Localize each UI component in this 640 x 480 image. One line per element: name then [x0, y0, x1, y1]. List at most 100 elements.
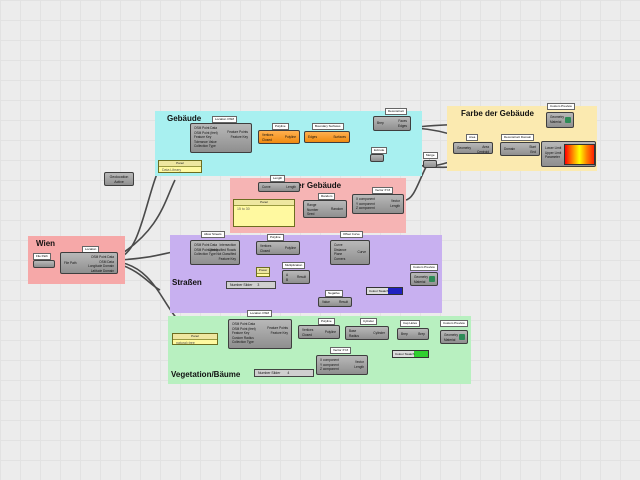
port: Feature Points — [227, 130, 248, 134]
building-panel[interactable]: Panel Data Library — [158, 160, 202, 173]
port: OSM Point Data — [194, 126, 218, 130]
preview-icon — [565, 117, 571, 123]
polyline-vegetation-label: Polyline — [318, 318, 335, 325]
port: Feature Key — [232, 331, 250, 336]
port: Distance — [334, 247, 347, 252]
port: X component — [320, 358, 339, 362]
port: OSM Point Data — [232, 322, 256, 326]
port: Feature Key — [230, 134, 248, 139]
port: Z component — [356, 206, 375, 211]
osm-streets-node[interactable]: OSM Point Data OSM Point (feet) Collecti… — [190, 240, 240, 265]
port: Material — [444, 337, 456, 342]
custom-preview-streets-node[interactable]: Geometry Material — [410, 272, 438, 286]
boundary-surfaces-node[interactable]: Edges Surfaces — [304, 131, 350, 143]
port: Curve — [334, 243, 343, 247]
port: Latitude Domain — [90, 268, 114, 273]
height-panel[interactable]: Panel 15 to 30 — [233, 199, 295, 227]
port: Closed — [302, 332, 312, 337]
custom-preview-vegetation-node[interactable]: Geometry Material — [440, 330, 468, 344]
street-power-panel[interactable]: Power — [256, 267, 270, 277]
panel-value: 15 to 30 — [237, 207, 250, 211]
cylinder-label: Cylinder — [360, 318, 378, 325]
vector-xyz-label: Vector XYZ — [372, 187, 394, 194]
group-title: Höhe der Gebäude — [270, 181, 342, 190]
vector-xyz-node[interactable]: X component Y component Z component Vect… — [352, 194, 404, 214]
tree-number-slider[interactable]: Number Slider 4 — [254, 369, 314, 377]
vector-xyz-vegetation-node[interactable]: X component Y component Z component Vect… — [316, 355, 368, 375]
port: File Path — [64, 261, 77, 265]
polyline-streets-node[interactable]: Vertices Closed Polyline — [256, 241, 300, 255]
tree-panel[interactable]: Panel natural=tree — [172, 333, 218, 345]
port: Faces — [398, 119, 407, 123]
boundary-surfaces-label: Boundary Surfaces — [312, 123, 344, 130]
cap-holes-label: Cap Holes — [400, 320, 421, 327]
polyline-node[interactable]: Vertices Closed Polyline — [258, 130, 300, 144]
port: Y component — [356, 201, 375, 206]
port: Cylinder — [373, 331, 385, 335]
port: Radius — [349, 333, 359, 338]
port: Vector — [354, 360, 364, 364]
port: Centroid — [476, 149, 489, 154]
group-title: Farbe der Gebäude — [461, 109, 534, 118]
port: Value — [322, 300, 330, 304]
polyline-vegetation-node[interactable]: Vertices Closed Polyline — [298, 325, 340, 339]
merge-node[interactable] — [423, 160, 437, 168]
wire — [117, 179, 176, 257]
cylinder-node[interactable]: Base Radius Cylinder — [345, 326, 389, 340]
panel-value: natural=tree — [176, 341, 195, 345]
random-node[interactable]: Range Number Seed Random — [303, 200, 347, 218]
osm-trees-label: Location OSM — [247, 310, 273, 317]
file-path-node[interactable] — [33, 260, 55, 268]
gradient-bar[interactable] — [564, 144, 595, 165]
osm-buildings-label: Location OSM — [212, 116, 238, 123]
extrude-node[interactable] — [370, 154, 384, 162]
port: Curve — [262, 185, 271, 189]
deconstruct-domain-node[interactable]: Domain Start End — [500, 142, 540, 156]
slider-label: Number Slider — [230, 283, 253, 287]
port: Result — [296, 275, 306, 279]
random-label: Random — [318, 193, 336, 200]
deconstruct-node[interactable]: Brep Faces Edges — [373, 116, 411, 131]
port: Feature Key — [270, 330, 288, 335]
group-title: Straßen — [172, 278, 202, 287]
port: Material — [414, 279, 426, 284]
port: Geometry — [457, 146, 471, 150]
port: Closed — [262, 137, 272, 142]
port: Domain — [504, 147, 515, 151]
cap-holes-node[interactable]: Brep Brep — [397, 328, 429, 340]
port: Vertices — [302, 328, 314, 332]
port: Geometry — [550, 115, 564, 119]
multiplication-label: Multiplication — [282, 262, 306, 269]
panel-value: Data Library — [162, 168, 182, 172]
osm-streets-label: Allow Streets — [201, 231, 225, 238]
location-node[interactable]: File Path OSM Point Data OSM Data Longit… — [60, 252, 118, 274]
custom-preview-node[interactable]: Geometry Material — [546, 112, 574, 128]
port: Plane — [334, 252, 343, 257]
offset-curve-node[interactable]: Curve Distance Plane Corners Curve — [330, 240, 370, 265]
osm-buildings-node[interactable]: OSM Point Data OSM Point (feet) Feature … — [190, 123, 252, 153]
street-colour-swatch[interactable]: Colour Swatch — [366, 287, 403, 295]
offset-curve-label: Offset Curve — [340, 231, 363, 238]
polyline-label: Polyline — [272, 123, 289, 130]
port: Random — [330, 207, 343, 211]
tree-colour-swatch[interactable]: Colour Swatch — [392, 350, 429, 358]
area-node[interactable]: Geometry Area Centroid — [453, 142, 493, 154]
port: Result — [338, 300, 348, 304]
port: Collection Type — [194, 252, 216, 257]
multiplication-node[interactable]: A B Result — [282, 270, 310, 284]
deconstruct-domain-label: Deconstruct Domain — [501, 134, 535, 141]
length-node[interactable]: Curve Length — [258, 182, 300, 192]
geolocation-node[interactable]: Geolocation Active — [104, 172, 134, 186]
extrude-label: Extrude — [371, 147, 388, 154]
street-number-slider[interactable]: Number Slider 3 — [226, 281, 276, 289]
negative-node[interactable]: Value Result — [318, 297, 352, 307]
port: Vertices — [260, 244, 272, 248]
osm-trees-node[interactable]: OSM Point Data OSM Point (feet) Feature … — [228, 319, 292, 349]
node-title: Geolocation — [109, 175, 129, 180]
port: Curve — [357, 250, 366, 254]
port: Area — [482, 145, 489, 149]
panel-title: Panel — [234, 200, 294, 206]
port: Lower Limit — [545, 146, 562, 150]
port: OSM Point (feet) — [232, 326, 256, 331]
